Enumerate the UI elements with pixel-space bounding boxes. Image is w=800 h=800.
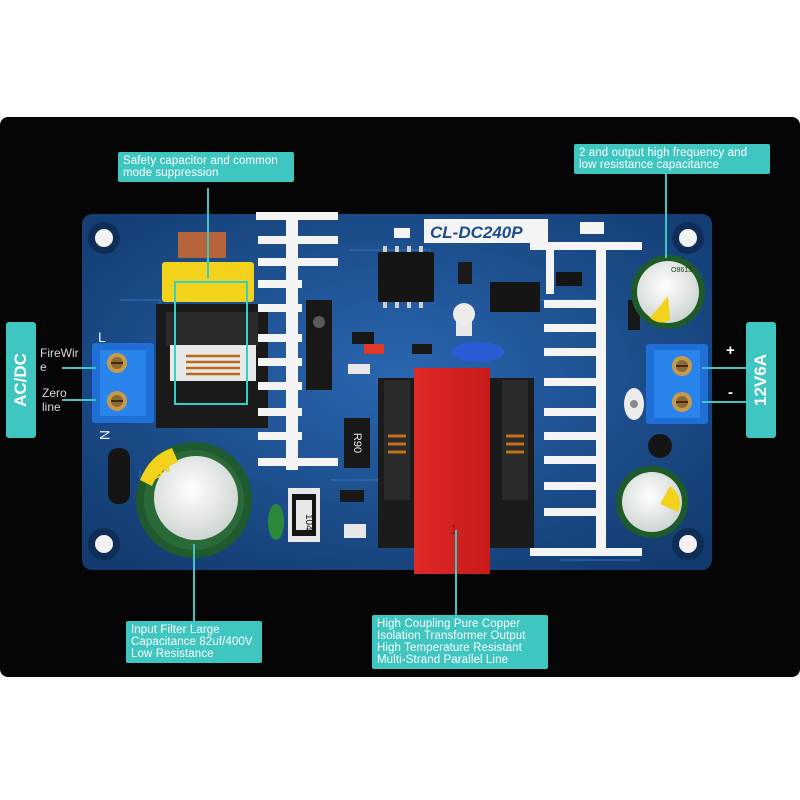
input-side-label-text: AC/DC xyxy=(11,353,30,407)
isolation-transformer: 1 xyxy=(378,368,534,574)
svg-text:L: L xyxy=(98,329,106,345)
callout-output-capacitance: 2 and output high frequency and low resi… xyxy=(574,144,770,174)
firewire-label: FireWir e xyxy=(40,346,79,374)
output-terminal-block xyxy=(646,344,708,424)
callout-transformer: High Coupling Pure Copper Isolation Tran… xyxy=(372,615,548,669)
left-heatsink xyxy=(256,212,338,470)
input-filter-capacitor: OV xyxy=(136,442,252,558)
resistor-label: R90 xyxy=(351,433,363,453)
output-side-label-text: 12V6A xyxy=(751,354,770,406)
transformer-code: 1 xyxy=(450,521,458,537)
blue-ceramic-capacitor xyxy=(452,342,504,362)
input-side-label: AC/DC xyxy=(6,322,36,438)
safety-capacitor-assembly xyxy=(156,232,268,428)
callout-input-filter: Input Filter Large Capacitance 82uf/400V… xyxy=(126,621,262,663)
chip-label: 104 xyxy=(303,514,314,531)
output-capacitor-bottom xyxy=(616,466,688,538)
svg-text:N: N xyxy=(97,430,113,440)
zero-line-label: Zero line xyxy=(42,386,67,414)
board-model-label: CL-DC240P xyxy=(430,223,523,242)
cap-small-marking: O8613 xyxy=(671,267,692,274)
output-plus-label: + xyxy=(726,342,735,359)
input-terminal-block xyxy=(92,343,154,423)
callout-safety-capacitor: Safety capacitor and common mode suppres… xyxy=(118,152,294,182)
right-heatsink xyxy=(530,242,644,556)
mounting-holes xyxy=(88,222,704,560)
output-minus-label: - xyxy=(728,384,733,401)
output-side-label: 12V6A xyxy=(746,322,776,438)
control-ic xyxy=(378,246,434,308)
output-capacitor-top: O8613 xyxy=(631,255,705,329)
callout-leader-lines xyxy=(62,172,746,624)
